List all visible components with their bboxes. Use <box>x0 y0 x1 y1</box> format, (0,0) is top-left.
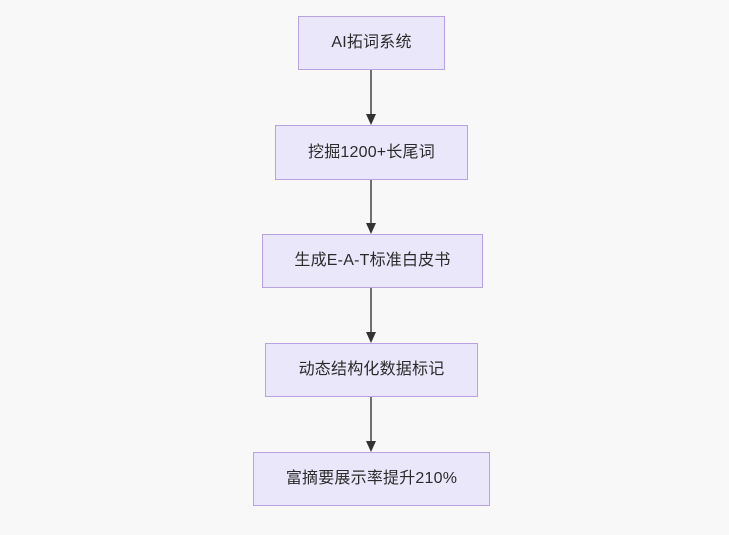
edge-n2-n3 <box>366 178 376 234</box>
node-label: 富摘要展示率提升210% <box>285 470 458 487</box>
arrowhead-icon <box>366 332 376 343</box>
node-label: 挖掘1200+长尾词 <box>308 143 435 161</box>
edge-n4-n5 <box>366 395 376 452</box>
arrowhead-icon <box>366 441 376 452</box>
node-label: AI拓词系统 <box>331 34 412 51</box>
node-label: 生成E-A-T标准白皮书 <box>294 252 451 269</box>
flowchart-node-eat-whitepaper[interactable]: 生成E-A-T标准白皮书 <box>262 234 483 288</box>
flowchart-node-rich-snippet-result[interactable]: 富摘要展示率提升210% <box>253 452 490 506</box>
flowchart-node-ai-keyword-system[interactable]: AI拓词系统 <box>298 16 445 70</box>
flowchart-node-longtail-keywords[interactable]: 挖掘1200+长尾词 <box>275 125 468 180</box>
flowchart-node-structured-data-markup[interactable]: 动态结构化数据标记 <box>265 343 478 397</box>
arrowhead-icon <box>366 223 376 234</box>
edge-n3-n4 <box>366 286 376 343</box>
edge-n1-n2 <box>366 68 376 125</box>
arrowhead-icon <box>366 114 376 125</box>
node-label: 动态结构化数据标记 <box>298 361 445 378</box>
